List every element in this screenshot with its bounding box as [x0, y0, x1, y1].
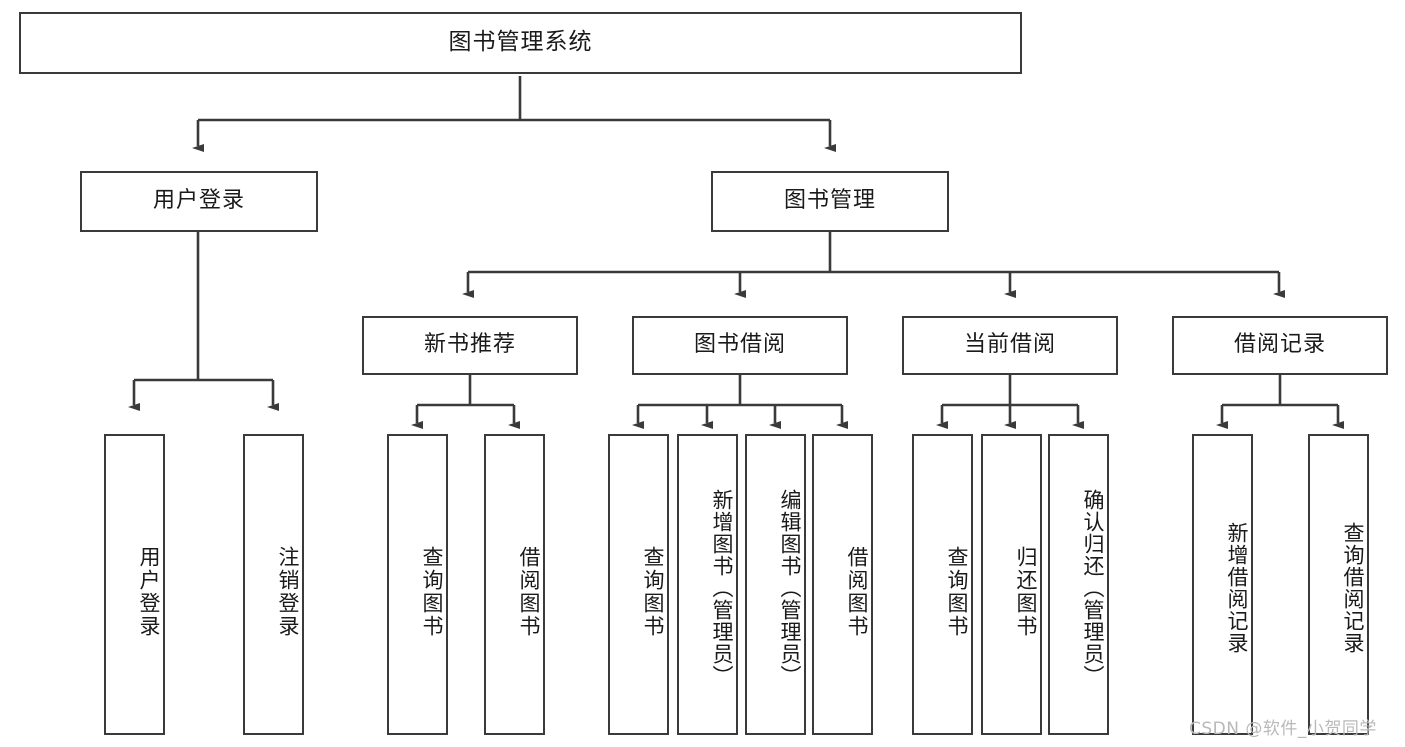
node-label: 用户登录	[152, 188, 245, 214]
leaf-user-login-login[interactable]: 用户登录	[104, 434, 165, 735]
node-label: 确认归还（管理员）	[1081, 488, 1105, 687]
node-label: 新增图书（管理员）	[710, 488, 734, 687]
leaf-book-borrow-edit[interactable]: 编辑图书（管理员）	[745, 434, 806, 735]
leaf-book-borrow-query[interactable]: 查询图书	[608, 434, 669, 735]
leaf-book-borrow-add[interactable]: 新增图书（管理员）	[677, 434, 738, 735]
node-label: 图书借阅	[693, 332, 786, 358]
node-label: 图书管理系统	[448, 29, 593, 56]
node-book-management[interactable]: 图书管理	[711, 171, 949, 232]
node-new-book-recommend[interactable]: 新书推荐	[362, 316, 578, 375]
leaf-new-book-borrow[interactable]: 借阅图书	[484, 434, 545, 735]
node-label: 借阅记录	[1233, 332, 1326, 358]
node-label: 借阅图书	[517, 545, 541, 638]
node-label: 图书管理	[783, 188, 876, 214]
leaf-current-borrow-query[interactable]: 查询图书	[912, 434, 973, 735]
node-label: 归还图书	[1014, 545, 1038, 638]
leaf-current-borrow-return[interactable]: 归还图书	[981, 434, 1042, 735]
node-label: 查询借阅记录	[1341, 521, 1365, 654]
leaf-book-borrow-borrow[interactable]: 借阅图书	[812, 434, 873, 735]
node-label: 新增借阅记录	[1225, 521, 1249, 654]
node-label: 用户登录	[137, 545, 161, 638]
node-borrow-record[interactable]: 借阅记录	[1172, 316, 1388, 375]
node-user-login[interactable]: 用户登录	[80, 171, 318, 232]
leaf-user-login-logout[interactable]: 注销登录	[243, 434, 304, 735]
leaf-current-borrow-confirm-return[interactable]: 确认归还（管理员）	[1048, 434, 1109, 735]
node-root-system[interactable]: 图书管理系统	[19, 12, 1022, 74]
node-current-borrow[interactable]: 当前借阅	[902, 316, 1118, 375]
node-book-borrow[interactable]: 图书借阅	[632, 316, 848, 375]
csdn-watermark: CSDN @软件_小贺同学	[1189, 719, 1377, 739]
node-label: 新书推荐	[423, 332, 516, 358]
leaf-new-book-query[interactable]: 查询图书	[387, 434, 448, 735]
node-label: 查询图书	[420, 545, 444, 638]
node-label: 查询图书	[945, 545, 969, 638]
node-label: 借阅图书	[845, 545, 869, 638]
leaf-borrow-record-query[interactable]: 查询借阅记录	[1308, 434, 1369, 735]
node-label: 当前借阅	[963, 332, 1056, 358]
leaf-borrow-record-add[interactable]: 新增借阅记录	[1192, 434, 1253, 735]
node-label: 查询图书	[641, 545, 665, 638]
node-label: 编辑图书（管理员）	[778, 488, 802, 687]
node-label: 注销登录	[276, 545, 300, 638]
